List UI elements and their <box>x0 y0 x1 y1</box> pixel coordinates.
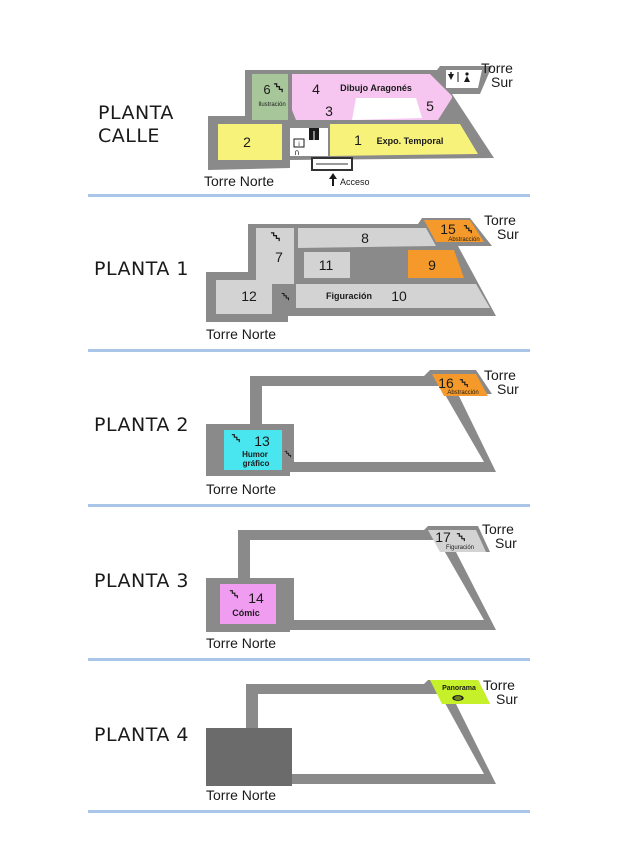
room-15-name: Abstracción <box>448 237 479 243</box>
elevator-icon <box>448 72 470 82</box>
floor-title-3: PLANTA 3 <box>94 570 189 592</box>
floor-title-2: PLANTA 2 <box>94 414 189 436</box>
floor-title-line1: PLANTA <box>98 102 174 124</box>
tower-north-label: Torre Norte <box>206 635 276 651</box>
tower-south-label-line1: Torre <box>484 212 516 228</box>
floor-title-4: PLANTA 4 <box>94 724 189 746</box>
floor-plan-4 <box>206 680 496 786</box>
room-2-number: 2 <box>243 134 251 150</box>
room-11[interactable] <box>304 252 350 278</box>
room-15[interactable] <box>424 220 484 242</box>
access-arrow-icon <box>329 173 337 186</box>
room-3-number: 3 <box>325 103 333 119</box>
binoculars-icon <box>452 695 464 701</box>
info-icon: i <box>293 138 305 148</box>
room-17-name: Figuración <box>446 545 474 551</box>
room-11-number: 11 <box>319 257 334 273</box>
room-13-number: 13 <box>254 433 270 449</box>
room-6-name: Ilustración <box>258 102 285 108</box>
floor-title-line2: CALLE <box>98 125 160 147</box>
room-17-number: 17 <box>435 529 451 545</box>
room-12-number: 12 <box>241 288 257 304</box>
room-6[interactable] <box>252 74 288 120</box>
floor-plan-1 <box>206 218 496 322</box>
room-16[interactable] <box>432 374 488 396</box>
floor-title-calle: PLANTA CALLE <box>98 102 174 148</box>
tower-south-label-line2: Sur <box>491 74 513 90</box>
room-9-number: 9 <box>428 257 436 273</box>
room-7[interactable] <box>256 228 294 284</box>
tower-south-label-line1: Torre <box>483 677 515 693</box>
room-17[interactable] <box>428 530 486 552</box>
tower-south-label-line2: Sur <box>496 691 518 707</box>
tower-south-label-line1: Torre <box>481 60 513 76</box>
room-13[interactable] <box>224 430 282 470</box>
room-10-number: 10 <box>391 288 407 304</box>
room-13-name-line1: Humor <box>242 450 268 459</box>
floor-title-1: PLANTA 1 <box>94 258 189 280</box>
tower-south-label-line1: Torre <box>482 521 514 537</box>
room-1[interactable] <box>330 124 478 156</box>
floor-plan-calle <box>208 66 494 171</box>
room-15-number: 15 <box>440 221 456 237</box>
room-4-name: Dibujo Aragonés <box>340 83 412 93</box>
tower-south-label-line2: Sur <box>497 226 519 242</box>
tower-north-label: Torre Norte <box>206 787 276 803</box>
room-4-number: 4 <box>312 81 320 97</box>
divider <box>88 349 530 352</box>
room-8-number: 8 <box>361 230 369 246</box>
room-10-name: Figuración <box>326 291 372 301</box>
room-12[interactable] <box>216 280 272 314</box>
room-13-name-line2: gráfico <box>243 459 270 468</box>
access-label: Acceso <box>340 177 370 187</box>
tower-south-label-line2: Sur <box>495 535 517 551</box>
tower-north-label: Torre Norte <box>206 481 276 497</box>
room-5-number: 5 <box>426 98 434 114</box>
tower-north-label: Torre Norte <box>204 173 274 189</box>
room-1-name: Expo. Temporal <box>377 136 444 146</box>
room-10[interactable] <box>296 284 490 308</box>
audioguide-icon: ∩ <box>294 148 300 157</box>
room-14-name: Cómic <box>232 608 260 618</box>
room-16-name: Abstracción <box>447 390 478 396</box>
tower-south-label-line1: Torre <box>484 367 516 383</box>
room-16-number: 16 <box>438 375 454 391</box>
divider <box>88 194 530 197</box>
tower-north-block <box>206 728 292 786</box>
room-1-number: 1 <box>354 132 362 148</box>
floor-plan-2 <box>206 370 496 476</box>
gift-shop-icon <box>309 128 319 140</box>
divider <box>88 504 530 507</box>
room-8[interactable] <box>298 228 436 248</box>
svg-text:i: i <box>298 142 299 148</box>
panorama[interactable] <box>430 680 490 704</box>
room-9[interactable] <box>408 250 464 278</box>
divider <box>88 658 530 661</box>
room-14-number: 14 <box>248 590 264 606</box>
room-2[interactable] <box>218 124 282 160</box>
tower-south-label-line2: Sur <box>497 381 519 397</box>
panorama-name: Panorama <box>442 685 476 692</box>
divider <box>88 810 530 813</box>
room-7-number: 7 <box>275 249 283 265</box>
room-6-number: 6 <box>263 82 270 97</box>
room-14[interactable] <box>220 584 276 624</box>
tower-north-label: Torre Norte <box>206 326 276 342</box>
floor-plan-3 <box>206 526 496 632</box>
